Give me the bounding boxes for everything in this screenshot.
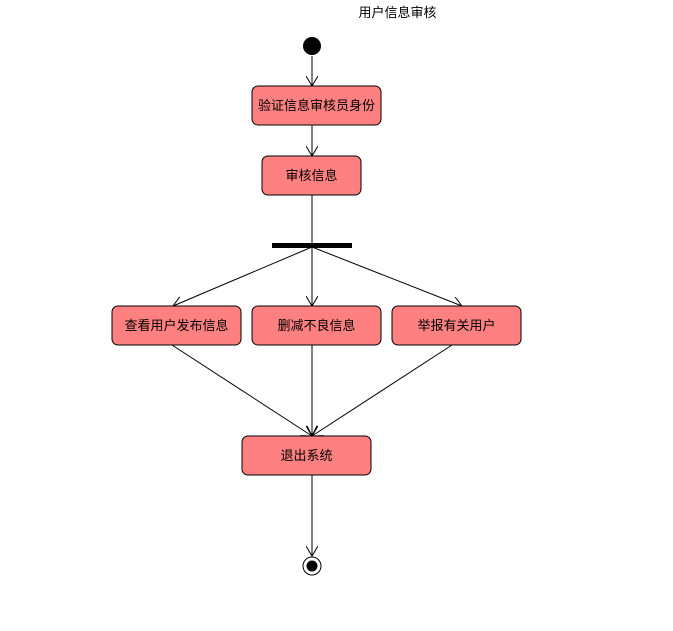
initial-node (303, 37, 321, 55)
activity-view-user-posts-label: 查看用户发布信息 (124, 318, 228, 334)
final-node (302, 556, 322, 576)
edge-fork-to-report (311, 246, 462, 306)
activity-exit-system-label: 退出系统 (280, 449, 332, 464)
diagram-title: 用户信息审核 (358, 6, 437, 21)
activity-review-info-label: 审核信息 (285, 168, 337, 184)
activity-exit-system: 退出系统 (241, 435, 372, 476)
edge-fork-to-view (173, 246, 313, 306)
connectors (171, 56, 462, 556)
activity-review-info: 审核信息 (261, 155, 362, 196)
edge-view-to-exit (171, 344, 312, 436)
edge-report-to-exit (312, 344, 453, 436)
activity-verify-identity-label: 验证信息审核员身份 (258, 98, 375, 114)
activity-delete-bad-info: 删减不良信息 (251, 305, 382, 346)
activity-view-user-posts: 查看用户发布信息 (111, 305, 242, 346)
activity-report-users-label: 举报有关用户 (417, 318, 495, 334)
activity-report-users: 举报有关用户 (391, 305, 522, 346)
activity-delete-bad-info-label: 删减不良信息 (277, 318, 355, 334)
fork-bar (272, 243, 352, 248)
activity-verify-identity: 验证信息审核员身份 (251, 85, 382, 126)
